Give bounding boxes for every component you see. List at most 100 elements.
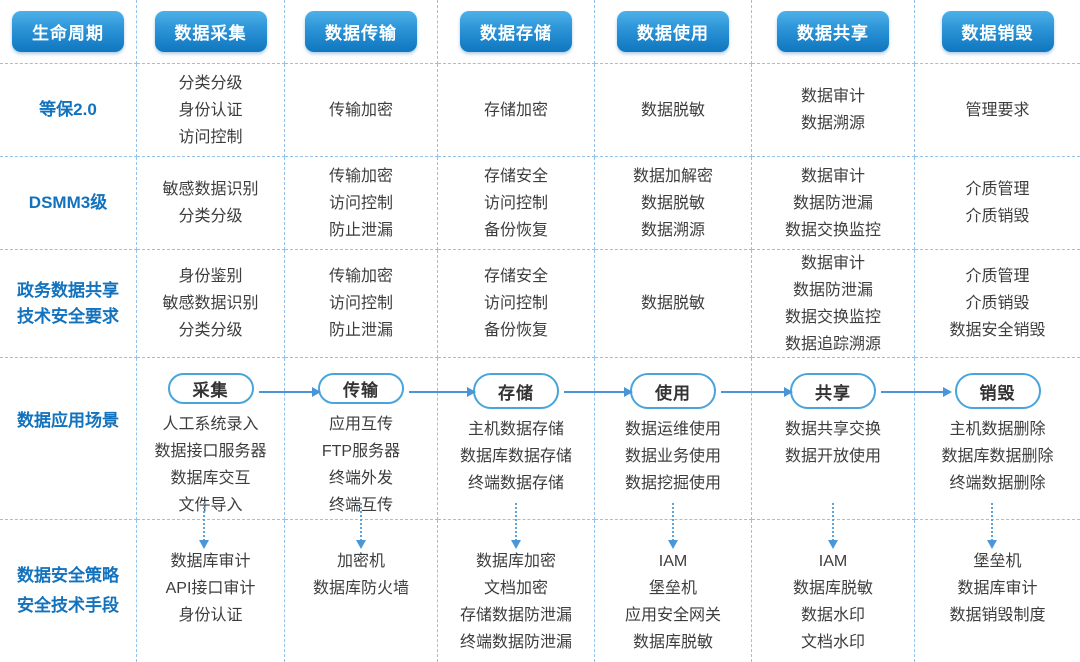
text-line: 文件导入 [178, 497, 243, 514]
cell-items: 分类分级身份认证访问控制 [178, 70, 242, 151]
scenario-items: 数据运维使用数据业务使用数据挖掘使用 [625, 416, 721, 497]
text-line: 介质销毁 [965, 208, 1030, 225]
text-line: 堡垒机 [648, 580, 697, 597]
text-line: 传输加密 [328, 268, 393, 285]
cell-items: 堡垒机数据库审计数据销毁制度 [949, 548, 1045, 629]
scenario-items: 主机数据删除数据库数据删除终端数据删除 [941, 416, 1053, 497]
cell-items: 数据审计数据防泄漏数据交换监控数据追踪溯源 [785, 250, 881, 358]
text-line: 访问控制 [328, 295, 393, 312]
text-line: 数据库脱敏 [632, 634, 713, 651]
text-line: 应用互传 [328, 416, 393, 433]
text-line: 数据溯源 [800, 115, 865, 132]
text-line: 终端数据删除 [949, 475, 1046, 492]
text-line: 身份认证 [178, 607, 243, 624]
text-line: 存储安全 [483, 167, 548, 185]
text-line: 文档加密 [483, 580, 548, 597]
text-line: 分类分级 [178, 208, 243, 225]
cell-items: 传输加密访问控制防止泄漏 [329, 163, 393, 244]
text-line: 防止泄漏 [328, 322, 393, 339]
text-line: 数据审计 [800, 167, 865, 185]
down-arrow-icon [987, 503, 997, 549]
table-cell: 管理要求 [915, 64, 1080, 157]
row-label-text: 数据安全策略安全技术手段 [17, 561, 119, 621]
text-line: 数据加解密 [632, 167, 713, 185]
row-label-text: 政务数据共享技术安全要求 [17, 278, 119, 330]
header-pill-lifecycle: 生命周期 [12, 11, 124, 52]
cell-items: 介质管理介质销毁 [965, 176, 1029, 230]
table-cell: 数据审计数据防泄漏数据交换监控 [752, 157, 915, 250]
text-line: 主机数据存储 [467, 421, 564, 438]
text-line: 堡垒机 [973, 553, 1022, 570]
text-line: IAM [818, 553, 848, 570]
scenario-cell-sharing: 共享 数据共享交换数据开放使用 [752, 358, 915, 520]
row-label-text: DSMM3级 [29, 190, 107, 216]
table-cell: 数据加解密数据脱敏数据溯源 [595, 157, 752, 250]
header-pill-destruction: 数据销毁 [941, 11, 1054, 52]
text-line: 数据库防火墙 [312, 580, 409, 597]
text-line: 敏感数据识别 [162, 181, 259, 198]
cell-items: 传输加密访问控制防止泄漏 [329, 263, 393, 344]
measure-cell-destruction: 堡垒机数据库审计数据销毁制度 [915, 520, 1080, 662]
scenario-cell-collection: 采集 人工系统录入数据接口服务器数据库交互文件导入 [137, 358, 285, 520]
text-line: 数据防泄漏 [792, 281, 873, 299]
stage-oval-usage: 使用 [630, 373, 716, 409]
text-line: 数据销毁制度 [949, 607, 1046, 624]
text-line: 安全技术手段 [17, 596, 119, 615]
text-line: 访问控制 [178, 128, 243, 146]
text-line: 终端外发 [328, 470, 393, 487]
table-cell: 传输加密访问控制防止泄漏 [285, 157, 438, 250]
header-cell-destruction: 数据销毁 [915, 0, 1080, 64]
scenario-items: 人工系统录入数据接口服务器数据库交互文件导入 [154, 411, 266, 519]
text-line: 数据安全策略 [17, 566, 119, 585]
row-label-gov-share: 政务数据共享技术安全要求 [0, 250, 137, 358]
table-cell: 传输加密 [285, 64, 438, 157]
text-line: 数据溯源 [640, 221, 705, 239]
table-cell: 数据审计数据防泄漏数据交换监控数据追踪溯源 [752, 250, 915, 358]
header-cell-collection: 数据采集 [137, 0, 285, 64]
text-line: 政务数据共享 [17, 280, 119, 300]
stage-oval-collection: 采集 [167, 373, 254, 404]
table-cell: 敏感数据识别分类分级 [137, 157, 285, 250]
header-pill-collection: 数据采集 [154, 11, 267, 52]
text-line: 主机数据删除 [949, 421, 1046, 438]
text-line: 分类分级 [178, 322, 243, 339]
text-line: 介质销毁 [965, 295, 1030, 312]
row-label-djbp: 等保2.0 [0, 64, 137, 157]
text-line: 数据交换监控 [784, 308, 881, 326]
scenario-cell-storage: 存储 主机数据存储数据库数据存储终端数据存储 [438, 358, 595, 520]
table-cell: 数据审计数据溯源 [752, 64, 915, 157]
text-line: 存储数据防泄漏 [459, 607, 572, 624]
scenario-items: 主机数据存储数据库数据存储终端数据存储 [460, 416, 572, 497]
row-label-text: 等保2.0 [39, 97, 97, 123]
cell-items: 存储安全访问控制备份恢复 [484, 163, 548, 244]
header-cell-storage: 数据存储 [438, 0, 595, 64]
table-cell: 介质管理介质销毁 [915, 157, 1080, 250]
text-line: 存储安全 [483, 268, 548, 285]
flow-arrow-icon [721, 387, 793, 397]
text-line: 数据防泄漏 [792, 194, 873, 212]
text-line: 数据安全销毁 [949, 322, 1046, 339]
text-line: 数据交换监控 [784, 221, 881, 239]
text-line: 数据业务使用 [624, 448, 721, 465]
text-line: 防止泄漏 [328, 221, 393, 239]
text-line: 加密机 [336, 553, 385, 570]
flow-arrow-icon [564, 387, 633, 397]
text-line: 分类分级 [178, 74, 243, 92]
text-line: DSMM3级 [28, 193, 108, 212]
text-line: 管理要求 [965, 101, 1030, 119]
scenario-cell-usage: 使用 数据运维使用数据业务使用数据挖掘使用 [595, 358, 752, 520]
row-label-scenarios: 数据应用场景 [0, 358, 137, 520]
text-line: 数据脱敏 [640, 295, 705, 312]
text-line: 数据脱敏 [640, 101, 705, 119]
cell-items: 数据脱敏 [641, 97, 705, 124]
measure-cell-storage: 数据库加密文档加密存储数据防泄漏终端数据防泄漏 [438, 520, 595, 662]
text-line: 介质管理 [965, 268, 1030, 285]
cell-items: 数据脱敏 [641, 290, 705, 317]
flow-arrow-icon [881, 387, 952, 397]
text-line: 数据库交互 [170, 470, 251, 487]
text-line: API接口审计 [165, 580, 256, 597]
